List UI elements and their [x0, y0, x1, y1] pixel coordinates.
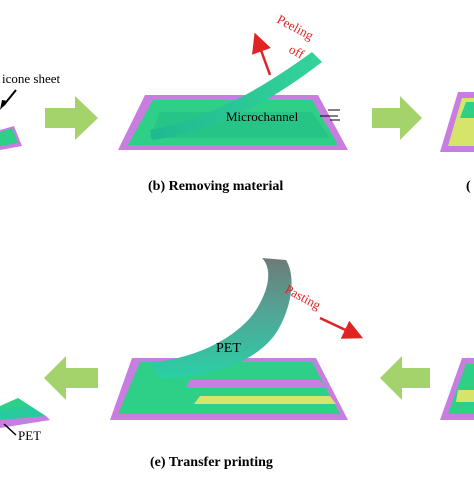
- peeling-label-line1: Peeling: [275, 11, 317, 43]
- caption-e: (e) Transfer printing: [150, 455, 273, 470]
- caption-c-fragment: (: [466, 179, 471, 194]
- peeling-label-line2: off: [287, 41, 308, 62]
- silicone-sheet-label: icone sheet: [2, 71, 61, 86]
- process-arrow-right-1: [45, 96, 98, 140]
- pet-label-bottom: PET: [18, 428, 41, 443]
- microchannel-label: Microchannel: [226, 109, 299, 124]
- pasting-arrow: [319, 316, 364, 339]
- pet-label-top: PET: [216, 341, 241, 356]
- pasting-label: Pasting: [283, 281, 324, 312]
- process-arrow-right-2: [372, 96, 422, 140]
- process-arrow-left-2: [380, 356, 430, 400]
- panel-d-partial: [440, 358, 474, 420]
- panel-e: [110, 258, 364, 420]
- panel-f-partial: [0, 398, 50, 436]
- panel-c-partial: [440, 92, 474, 152]
- caption-b: (b) Removing material: [148, 179, 283, 194]
- panel-a-partial: [0, 89, 22, 150]
- panel-b: [118, 32, 348, 150]
- process-arrow-left-1: [44, 356, 98, 400]
- peeling-arrow: [252, 32, 272, 76]
